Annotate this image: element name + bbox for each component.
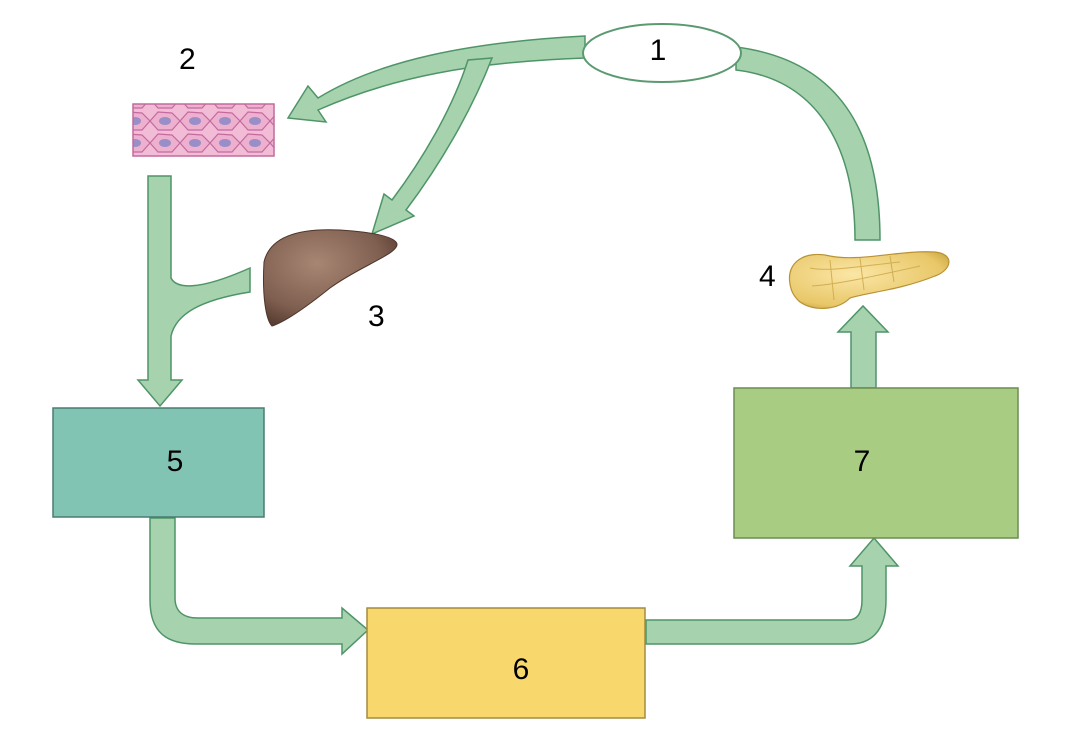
arrow-5-to-6 xyxy=(149,517,370,656)
arrow-7-to-4 xyxy=(836,304,890,389)
arrow-2-3-to-5 xyxy=(136,175,251,408)
box-5-label: 5 xyxy=(167,445,184,478)
node-1-ellipse xyxy=(582,23,742,83)
box-5 xyxy=(52,407,265,518)
node-3-label: 3 xyxy=(368,300,385,333)
node-2-label: 2 xyxy=(179,43,196,76)
node-1-label: 1 xyxy=(650,34,667,67)
box-7 xyxy=(733,387,1019,539)
node-4-label: 4 xyxy=(759,260,776,293)
box-6 xyxy=(366,607,646,719)
box-6-label: 6 xyxy=(513,653,530,686)
liver-icon xyxy=(263,229,398,327)
pancreas-icon xyxy=(788,251,950,309)
arrow-6-to-7 xyxy=(645,536,900,645)
epithelial-tissue-icon xyxy=(132,103,275,157)
box-7-label: 7 xyxy=(854,445,871,478)
arrow-4-to-1 xyxy=(735,46,881,241)
arrow-1-to-2 xyxy=(286,35,586,123)
